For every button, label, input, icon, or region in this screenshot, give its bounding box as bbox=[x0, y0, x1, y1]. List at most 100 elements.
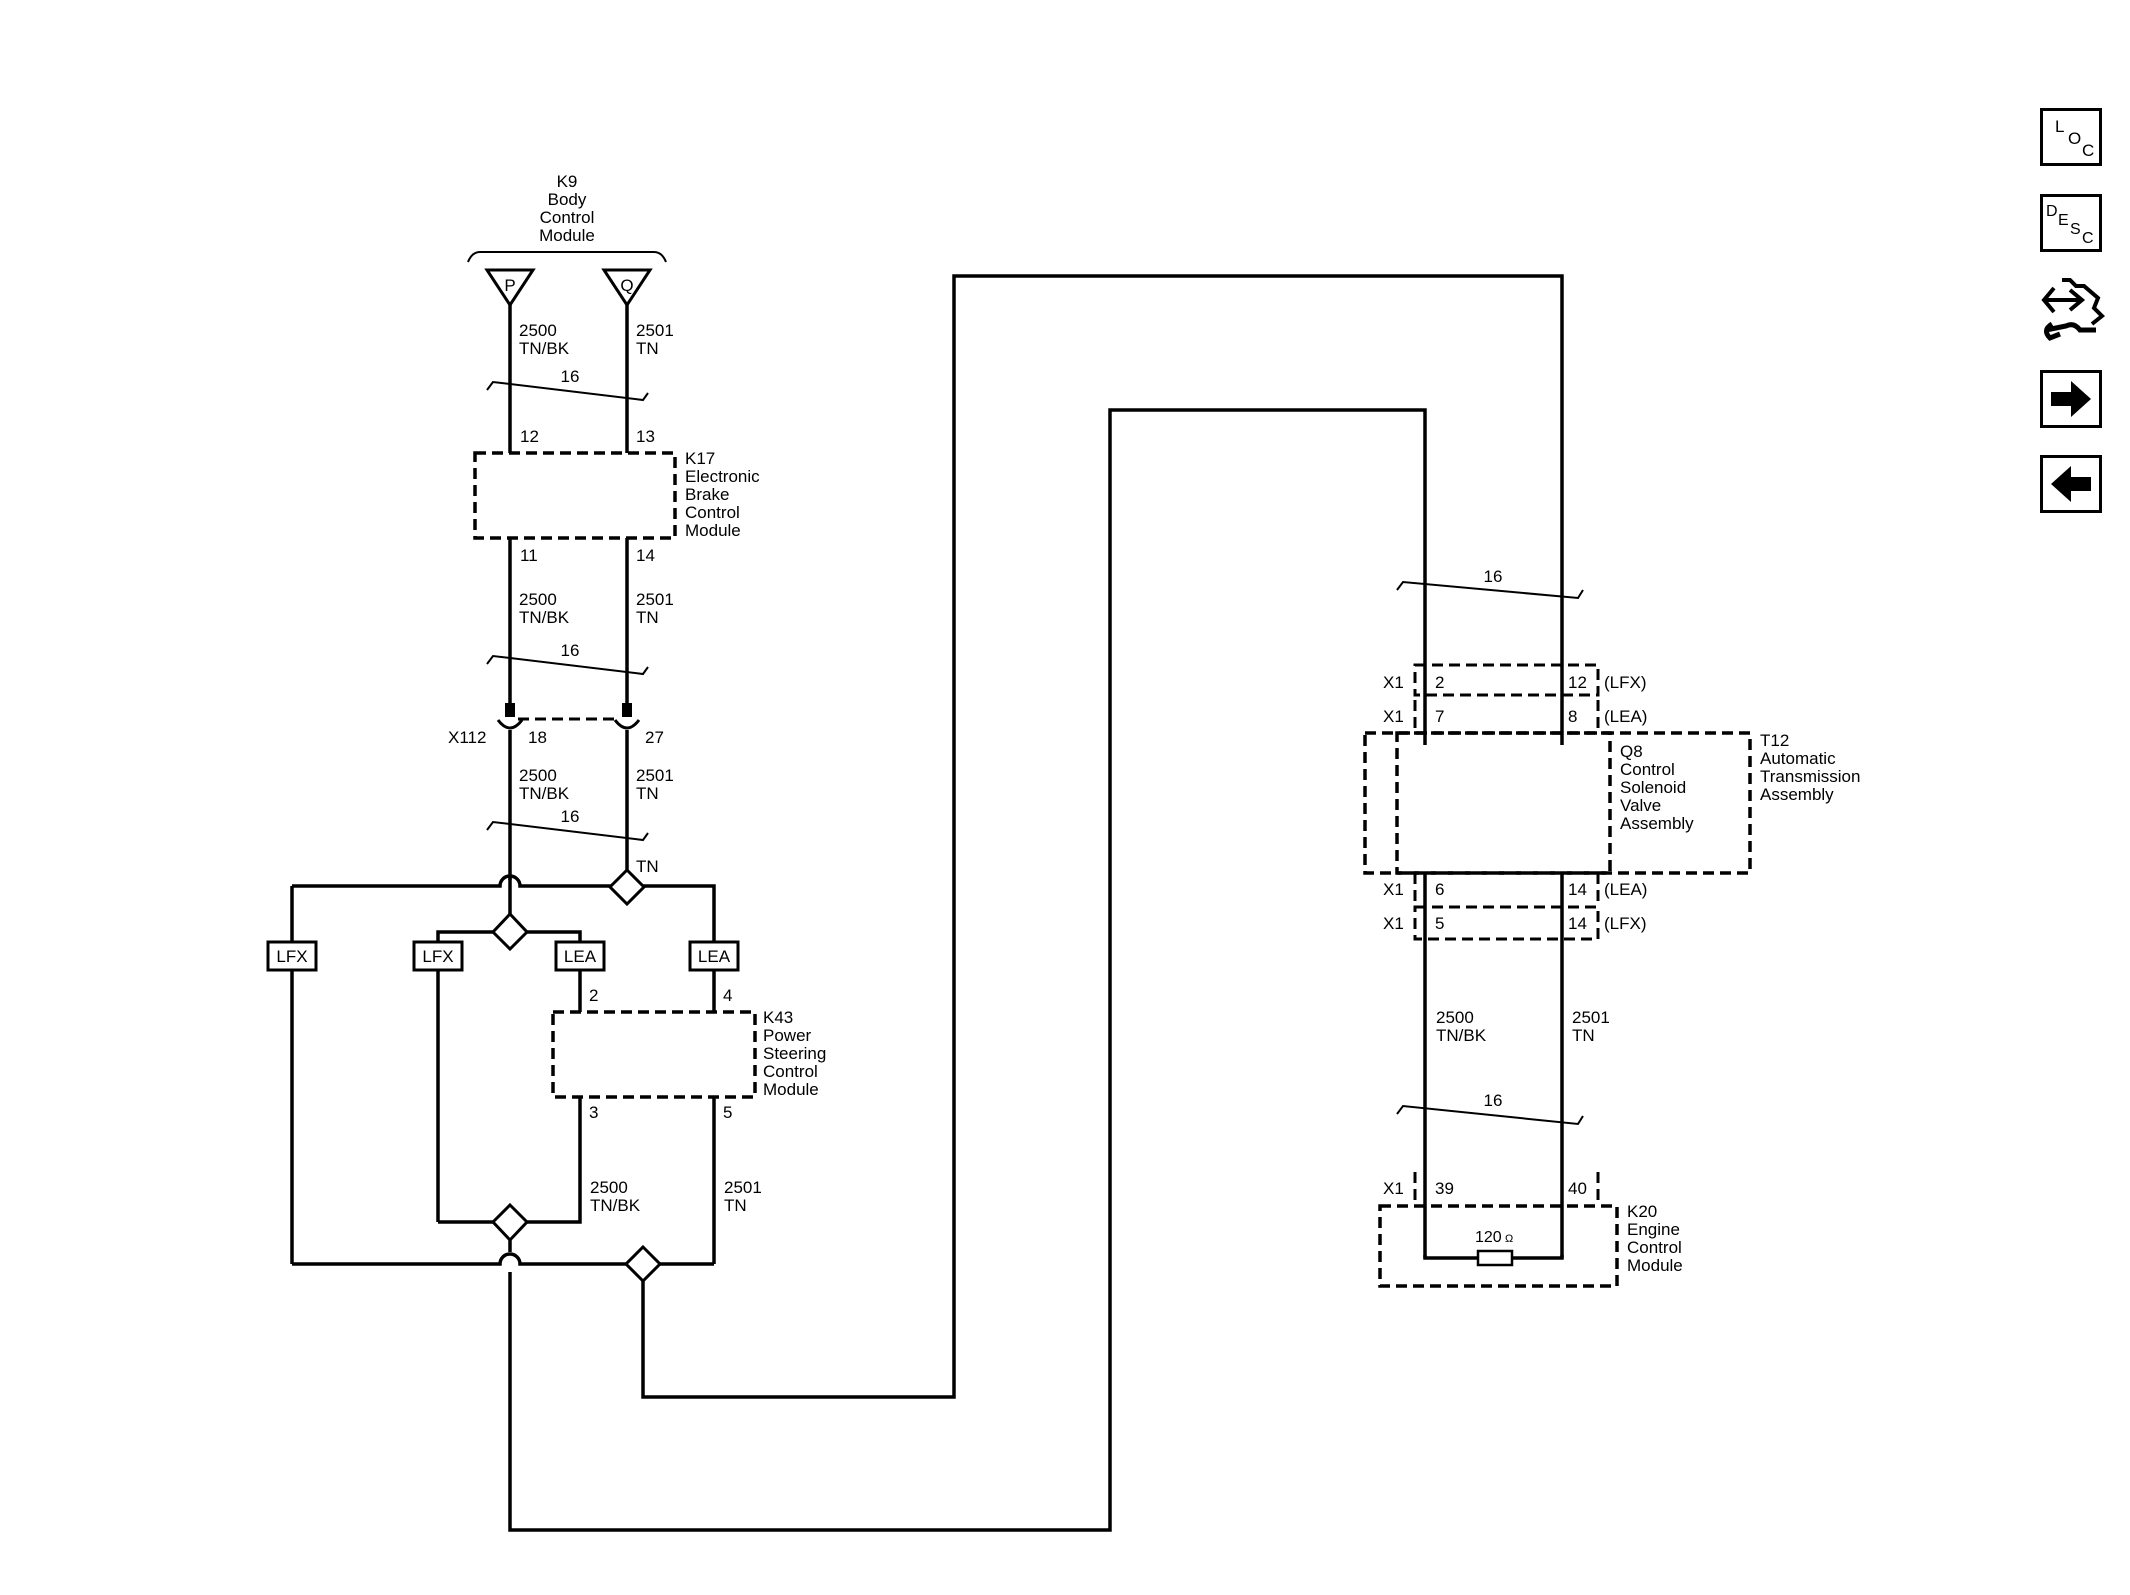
tn-label: TN bbox=[636, 857, 659, 876]
t12-pin-6: 6 bbox=[1435, 880, 1444, 899]
option-lfx-outer: LFX bbox=[276, 947, 307, 966]
t12-pin-2: 2 bbox=[1435, 673, 1444, 692]
t12-automatic-transmission-assembly: T12 Automatic Transmission Assembly bbox=[1363, 731, 1860, 875]
k17-pin-14: 14 bbox=[636, 546, 655, 565]
k20-resistor-unit: Ω bbox=[1505, 1233, 1513, 1245]
k43-pin-3: 3 bbox=[589, 1103, 598, 1122]
k9-terminal-q bbox=[601, 268, 653, 308]
t12-variant-lea-top: (LEA) bbox=[1604, 707, 1647, 726]
k43-name-line-1: Power bbox=[763, 1026, 812, 1045]
k20-id: K20 bbox=[1627, 1202, 1657, 1221]
wire-label-2500-b: 2500 bbox=[519, 590, 557, 609]
k20-outline bbox=[1378, 1204, 1619, 1288]
k43-pin-5: 5 bbox=[723, 1103, 732, 1122]
k9-body-control-module: K9 Body Control Module P Q bbox=[467, 172, 667, 308]
k9-bracket bbox=[467, 251, 667, 263]
desc-letter-s: S bbox=[2070, 221, 2081, 238]
wire-label-2500-e: 2500 bbox=[1436, 1008, 1474, 1027]
k17-id: K17 bbox=[685, 449, 715, 468]
connector-wrench-icon bbox=[2041, 278, 2105, 341]
loc-icon: L O C bbox=[2055, 117, 2094, 160]
k43-name-line-4: Module bbox=[763, 1080, 819, 1099]
wire-2501-to-q8 bbox=[641, 274, 1564, 1399]
k20-resistor-120-ohm bbox=[1476, 1249, 1514, 1267]
t12-x1-connector-lfx-top bbox=[1413, 663, 1600, 697]
k43-pin-2: 2 bbox=[589, 986, 598, 1005]
wire-color-2500-a: TN/BK bbox=[519, 339, 570, 358]
x112-pin-27-male bbox=[622, 703, 632, 717]
x112-pin-27: 27 bbox=[645, 728, 664, 747]
k17-name-line-2: Brake bbox=[685, 485, 729, 504]
t12-x1-label-3: X1 bbox=[1383, 880, 1404, 899]
t12-outline bbox=[1363, 731, 1752, 875]
k9-id: K9 bbox=[557, 172, 578, 191]
arrow-left-icon bbox=[2051, 466, 2091, 502]
splice-2500-inner-bottom bbox=[490, 1202, 530, 1243]
k9-name-line-1: Body bbox=[548, 190, 587, 209]
k43-pin-4: 4 bbox=[723, 986, 732, 1005]
loc-letter-c: C bbox=[2082, 141, 2094, 160]
wire-color-2500-d: TN/BK bbox=[590, 1196, 641, 1215]
t12-name-line-1: Automatic bbox=[1760, 749, 1836, 768]
twisted-pair-symbol-1 bbox=[486, 380, 649, 402]
t12-name-line-3: Assembly bbox=[1760, 785, 1834, 804]
t12-x1-label-1: X1 bbox=[1383, 673, 1404, 692]
k17-pin-12: 12 bbox=[520, 427, 539, 446]
wire-color-2501-d: TN bbox=[724, 1196, 747, 1215]
wire-label-2501-a: 2501 bbox=[636, 321, 674, 340]
desc-button[interactable]: D E S C bbox=[2040, 194, 2102, 252]
wire-color-2501-e: TN bbox=[1572, 1026, 1595, 1045]
back-button[interactable] bbox=[2040, 455, 2102, 513]
k20-resistor-value: 120 bbox=[1475, 1229, 1502, 1246]
wire-color-2500-c: TN/BK bbox=[519, 784, 570, 803]
option-box-lfx-inner bbox=[412, 940, 464, 972]
wire-2500-outer-top bbox=[292, 874, 615, 888]
wire-label-2501-b: 2501 bbox=[636, 590, 674, 609]
loc-letter-l: L bbox=[2055, 117, 2064, 136]
option-box-lea-inner bbox=[554, 940, 606, 972]
t12-variant-lfx-top: (LFX) bbox=[1604, 673, 1647, 692]
wire-label-2501-d: 2501 bbox=[724, 1178, 762, 1197]
t12-pin-14-lea: 14 bbox=[1568, 880, 1587, 899]
k43-name-line-2: Steering bbox=[763, 1044, 826, 1063]
wire-color-2501-b: TN bbox=[636, 608, 659, 627]
desc-icon: D E S C bbox=[2046, 203, 2094, 247]
t12-variant-lfx-bottom: (LFX) bbox=[1604, 914, 1647, 933]
wire-inner-lea-top bbox=[527, 930, 582, 942]
twisted-pair-symbol-4 bbox=[1396, 580, 1584, 600]
q8-outline bbox=[1395, 731, 1612, 875]
wire-color-2501-c: TN bbox=[636, 784, 659, 803]
q8-name-line-3: Valve bbox=[1620, 796, 1661, 815]
option-lfx-inner: LFX bbox=[422, 947, 453, 966]
t12-id: T12 bbox=[1760, 731, 1789, 750]
k20-pin-40: 40 bbox=[1568, 1179, 1587, 1198]
arrow-right-icon bbox=[2051, 381, 2091, 417]
k17-name-line-4: Module bbox=[685, 521, 741, 540]
k9-terminal-p bbox=[484, 268, 536, 308]
k9-terminal-p-label: P bbox=[504, 276, 515, 295]
gauge-label-3: 16 bbox=[561, 807, 580, 826]
wire-bottom-bus bbox=[292, 1252, 626, 1266]
twisted-pair-symbol-2 bbox=[486, 654, 649, 676]
t12-x1-connector-lfx-bottom bbox=[1413, 905, 1600, 941]
t12-pin-7: 7 bbox=[1435, 707, 1444, 726]
t12-pin-8: 8 bbox=[1568, 707, 1577, 726]
x112-pin-18-male bbox=[505, 703, 515, 717]
k43-outline bbox=[551, 1010, 757, 1099]
k20-x1-label: X1 bbox=[1383, 1179, 1404, 1198]
wire-color-2500-e: TN/BK bbox=[1436, 1026, 1487, 1045]
k17-pin-13: 13 bbox=[636, 427, 655, 446]
option-lea-inner: LEA bbox=[564, 947, 597, 966]
t12-pin-12: 12 bbox=[1568, 673, 1587, 692]
k20-name-line-2: Control bbox=[1627, 1238, 1682, 1257]
next-button[interactable] bbox=[2040, 370, 2102, 428]
t12-name-line-2: Transmission bbox=[1760, 767, 1860, 786]
x112-pin-18: 18 bbox=[528, 728, 547, 747]
k17-name-line-1: Electronic bbox=[685, 467, 760, 486]
k20-pin-39: 39 bbox=[1435, 1179, 1454, 1198]
splice-2500-inner-top bbox=[490, 911, 530, 952]
gauge-label-2: 16 bbox=[561, 641, 580, 660]
connector-wrench-button[interactable] bbox=[2040, 278, 2110, 348]
k43-power-steering-control-module: 2 4 3 5 K43 Power Steering Control Modul… bbox=[551, 986, 826, 1122]
loc-button[interactable]: L O C bbox=[2040, 108, 2102, 166]
